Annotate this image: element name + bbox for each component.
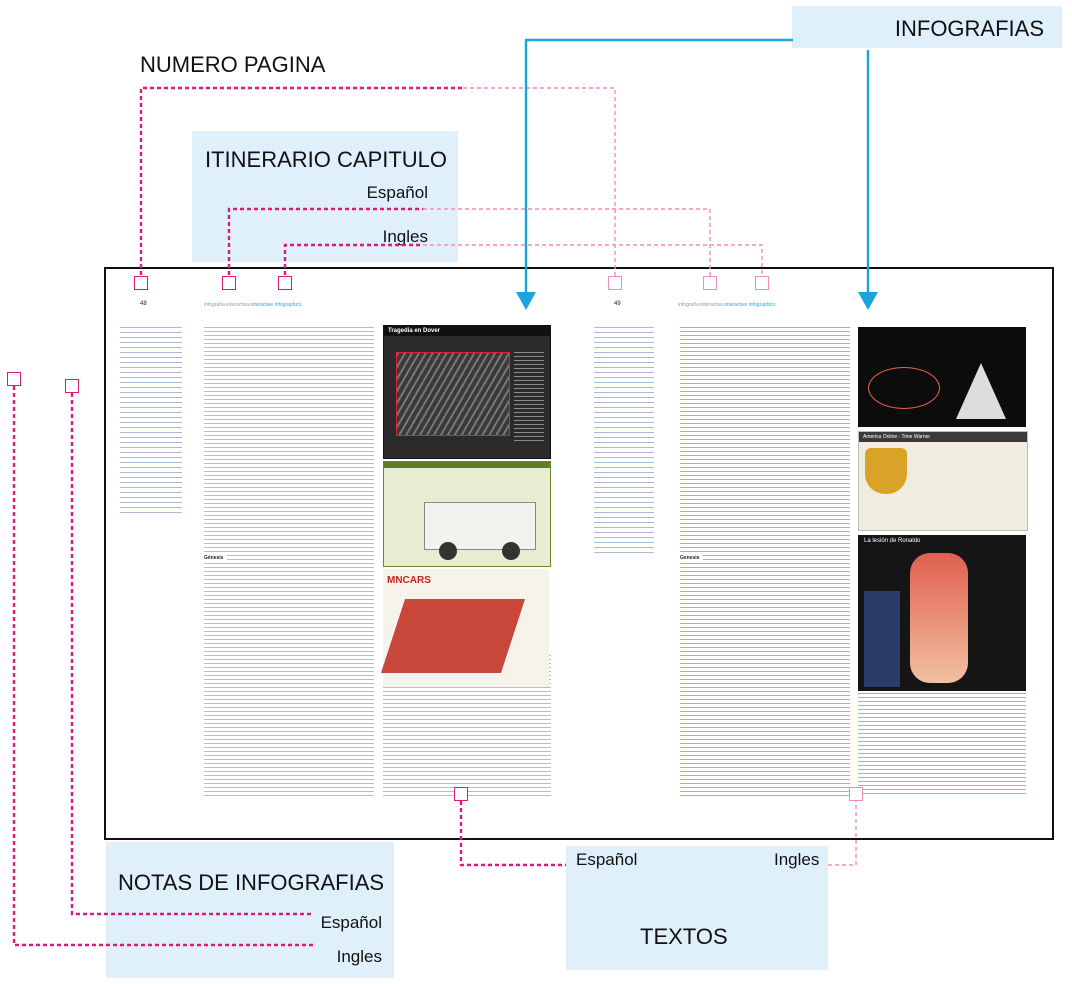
itinerario-ingles-label: Ingles	[382, 227, 428, 246]
right-header-en: interactive infographics	[724, 302, 776, 308]
right-section-title: Genesis	[680, 555, 704, 561]
left-page-header: infografía interactiva interactive infog…	[204, 302, 302, 308]
camion-wheel-2	[502, 542, 520, 560]
textos-espanol-label: Español	[576, 850, 638, 869]
right-page-number: 49	[614, 301, 621, 307]
aol-title: America Online - Time Warner	[859, 432, 1027, 442]
infografias-arrow-left	[524, 38, 793, 300]
infographic-aol-timewarner: America Online - Time Warner	[858, 431, 1028, 531]
marker-header-en-left	[278, 276, 292, 290]
infographic-tragedia-dover: Tragedia en Dover	[383, 325, 551, 459]
camion-header-bar	[384, 462, 550, 468]
numero-pagina-callout-right	[463, 87, 616, 282]
infografias-arrows	[524, 38, 870, 300]
textos-label: TEXTOS	[640, 924, 728, 949]
left-page-number: 48	[140, 301, 147, 307]
right-page-header: infografía interactiva interactive infog…	[678, 302, 776, 308]
left-infographic-notes	[120, 327, 182, 517]
warner-bros-shield-icon	[865, 448, 907, 494]
notas-infografias-box: NOTAS DE INFOGRAFIAS Español Ingles	[106, 842, 394, 978]
camion-wheel-1	[439, 542, 457, 560]
notas-espanol-callout	[70, 386, 313, 916]
marker-header-es-right	[703, 276, 717, 290]
marker-page-number-right	[608, 276, 622, 290]
itinerario-espanol-callout-left	[227, 207, 423, 282]
mncars-title: MNCARS	[387, 575, 431, 586]
marker-page-number-left	[134, 276, 148, 290]
right-header-es: infografía interactiva	[678, 302, 724, 308]
left-text-column	[204, 327, 374, 797]
notas-ingles-label: Ingles	[336, 947, 382, 966]
dover-truck-drawing	[396, 352, 510, 436]
book-spread: 48 infografía interactiva interactive in…	[104, 267, 1054, 840]
notas-ingles-callout	[12, 379, 313, 947]
ronaldo-knee-drawing	[910, 553, 968, 683]
itinerario-espanol-label: Español	[366, 183, 428, 202]
numero-pagina-label: NUMERO PAGINA	[140, 52, 326, 77]
ronaldo-title: La lesión de Ronaldo	[864, 538, 921, 544]
ronaldo-player-photo	[864, 591, 900, 687]
infografias-label-box: INFOGRAFIAS	[792, 6, 1062, 48]
lanzadera-earth-arc	[868, 367, 940, 409]
left-header-es: infografía interactiva	[204, 302, 250, 308]
infografias-label: INFOGRAFIAS	[894, 16, 1044, 41]
notas-infografias-label: NOTAS DE INFOGRAFIAS	[118, 870, 385, 895]
infografias-arrowhead-right	[858, 292, 878, 310]
left-header-en: interactive infographics	[250, 302, 302, 308]
infographic-lesion-ronaldo: La lesión de Ronaldo	[858, 535, 1026, 691]
numero-pagina-callout-left	[139, 86, 463, 282]
left-section-title: Génesis	[204, 555, 228, 561]
itinerario-ingles-callout-left	[283, 243, 423, 282]
itinerario-ingles-callout-right	[423, 244, 763, 282]
itinerario-espanol-callout-right	[423, 208, 711, 282]
itinerario-capitulo-box: ITINERARIO CAPITULO Español Ingles	[192, 131, 458, 262]
marker-text-en	[849, 787, 863, 801]
dashed-callouts	[12, 86, 857, 947]
right-infographic-notes	[594, 327, 654, 553]
notas-espanol-label: Español	[320, 913, 382, 932]
itinerario-capitulo-label: ITINERARIO CAPITULO	[205, 147, 448, 172]
camion-truck-drawing	[424, 502, 536, 550]
marker-notes-es	[65, 379, 79, 393]
infographic-dover-title: Tragedia en Dover	[384, 326, 550, 336]
textos-ingles-callout	[828, 794, 857, 866]
infographic-lanzadera	[858, 327, 1026, 427]
textos-ingles-label: Ingles	[774, 850, 820, 869]
textos-espanol-callout	[459, 794, 566, 867]
marker-notes-en	[7, 372, 21, 386]
infographic-mncars: MNCARS	[380, 569, 549, 687]
marker-header-es-left	[222, 276, 236, 290]
dover-side-notes	[514, 352, 544, 442]
marker-text-es	[454, 787, 468, 801]
infografias-arrowhead-left	[516, 292, 536, 310]
textos-box: Español Ingles TEXTOS	[566, 846, 828, 970]
right-text-column	[680, 327, 850, 797]
infographic-camion	[383, 461, 551, 567]
marker-header-en-right	[755, 276, 769, 290]
